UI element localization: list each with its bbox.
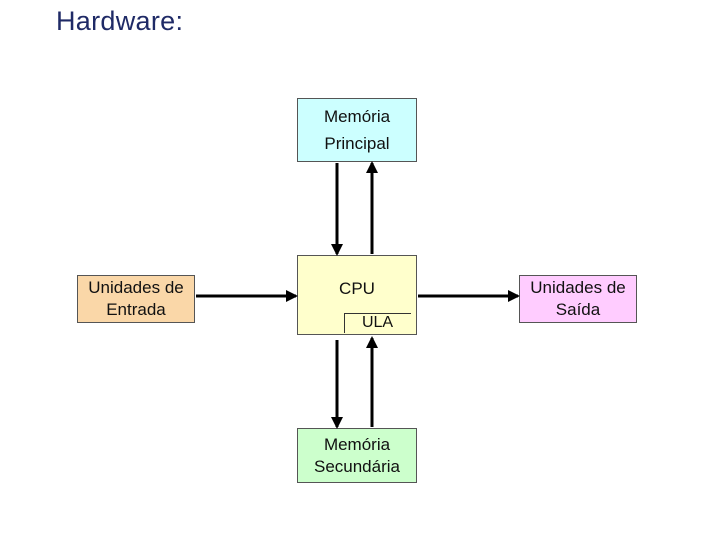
memoria-secundaria-label-1: Memória bbox=[323, 434, 391, 454]
cpu-label: CPU bbox=[339, 279, 375, 298]
memoria-principal-box: Memória Principal bbox=[297, 98, 417, 162]
page-title: Hardware: bbox=[56, 6, 184, 36]
memoria-principal-label-2: Principal bbox=[324, 133, 390, 153]
saida-label-2: Saída bbox=[555, 300, 601, 319]
memoria-secundaria-label-2: Secundária bbox=[313, 456, 400, 476]
saida-label-1: Unidades de bbox=[530, 278, 626, 297]
memoria-principal-label-1: Memória bbox=[323, 106, 391, 126]
entrada-label-1: Unidades de bbox=[88, 278, 184, 297]
memoria-secundaria-box: Memória Secundária bbox=[297, 428, 417, 483]
unidades-entrada-box: Unidades de Entrada bbox=[77, 275, 195, 323]
entrada-label-2: Entrada bbox=[106, 300, 166, 319]
cpu-box: CPU bbox=[297, 255, 417, 335]
ula-label: ULA bbox=[361, 314, 394, 331]
unidades-saida-box: Unidades de Saída bbox=[519, 275, 637, 323]
ula-bracket bbox=[344, 313, 411, 333]
